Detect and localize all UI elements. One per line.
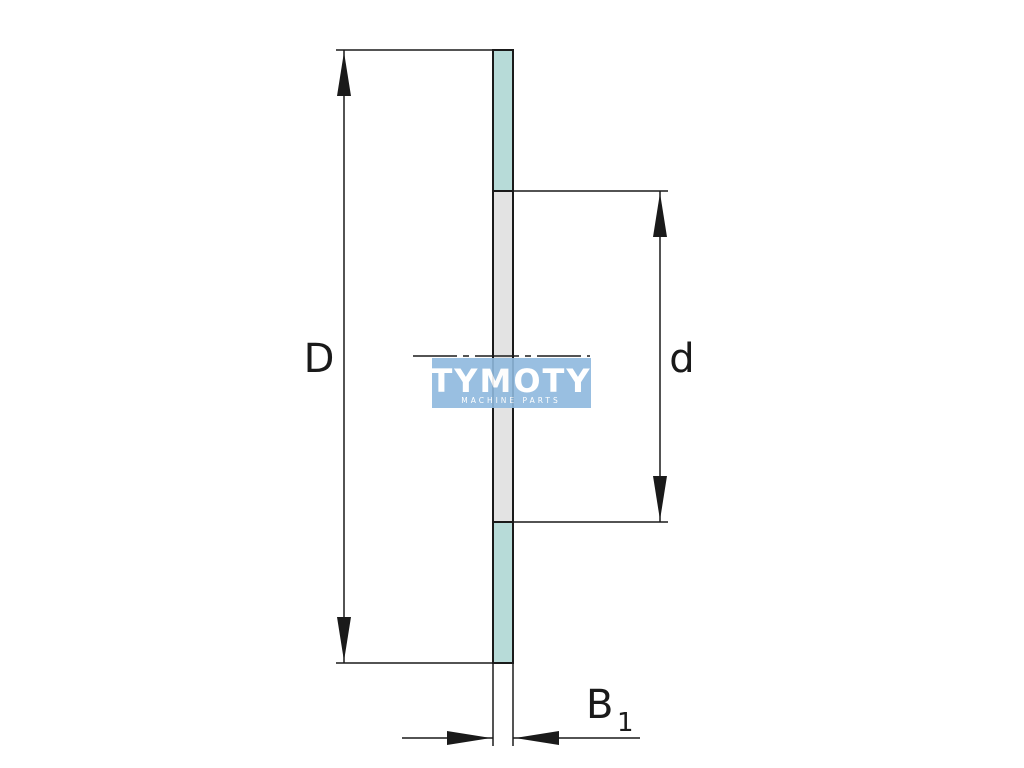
width-label: B xyxy=(586,682,613,728)
width-arrow-right xyxy=(515,731,559,745)
washer-lower-section xyxy=(492,521,514,664)
outer-diameter-arrow-top xyxy=(337,52,351,96)
inner-diameter-arrow-top xyxy=(653,193,667,237)
width-arrow-left xyxy=(447,731,491,745)
watermark-subtitle: MACHINE PARTS xyxy=(461,396,560,405)
watermark-background xyxy=(432,358,591,408)
washer-upper-section xyxy=(492,49,514,192)
watermark-logo: TYMOTY MACHINE PARTS xyxy=(430,358,591,408)
inner-diameter-arrow-bottom xyxy=(653,476,667,520)
outer-diameter-label: D xyxy=(304,336,335,382)
outer-diameter-arrow-bottom xyxy=(337,617,351,661)
width-label-subscript: 1 xyxy=(617,708,634,738)
inner-diameter-label: d xyxy=(669,336,694,382)
watermark-title: TYMOTY xyxy=(430,362,591,400)
